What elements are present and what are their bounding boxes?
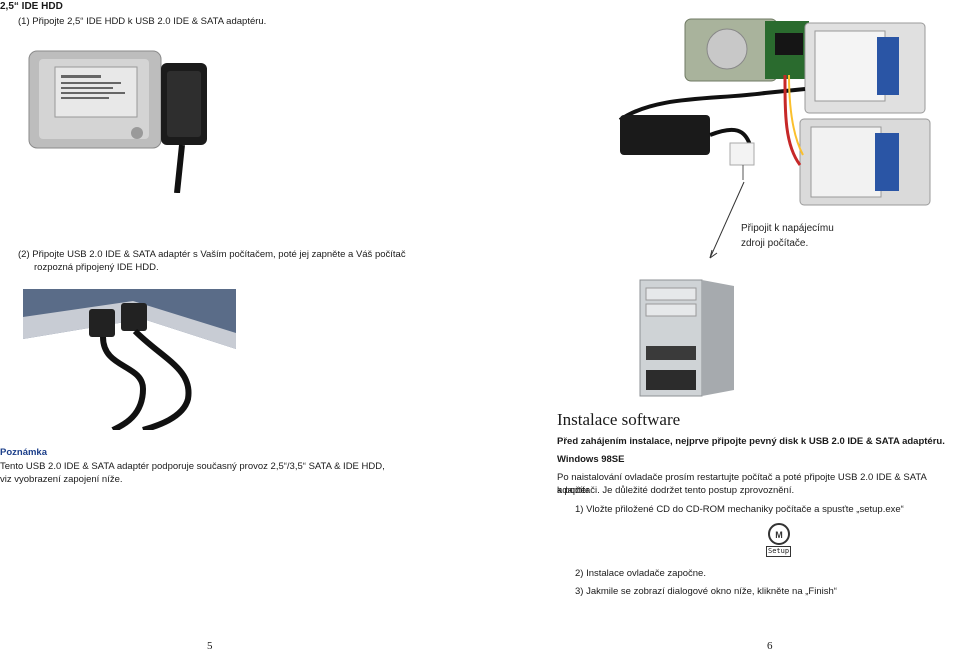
left-step1: (1) Připojte 2,5“ IDE HDD k USB 2.0 IDE … xyxy=(18,16,267,27)
pc-tower-photo xyxy=(638,276,736,398)
left-page-number: 5 xyxy=(207,640,213,652)
setup-icon-label: Setup xyxy=(766,546,792,557)
note-line2: viz vyobrazení zapojení níže. xyxy=(0,474,123,485)
power-note: Připojit k napájecímu zdroji počítače. xyxy=(741,221,834,251)
hdd-adapter-photo xyxy=(27,45,237,193)
note-title: Poznámka xyxy=(0,447,47,458)
dual-hdd-photo xyxy=(615,15,959,210)
setup-icon[interactable]: M Setup xyxy=(764,522,794,558)
arrow-icon xyxy=(709,181,745,259)
power-note-line1: Připojit k napájecímu xyxy=(741,223,834,234)
usb-cable-photo xyxy=(23,289,236,430)
install-step3: 3) Jakmile se zobrazí dialogové okno níž… xyxy=(575,586,837,597)
left-heading: 2,5“ IDE HDD xyxy=(0,1,63,12)
install-para-line1: Po naistalování ovladače prosím restartu… xyxy=(557,472,927,496)
section-title: Instalace software xyxy=(557,410,681,429)
left-step2-line2: rozpozná připojený IDE HDD. xyxy=(34,262,159,273)
install-intro: Před zahájením instalace, nejprve připoj… xyxy=(557,436,945,447)
install-step1: 1) Vložte přiložené CD do CD-ROM mechani… xyxy=(575,504,904,515)
install-step2: 2) Instalace ovladače započne. xyxy=(575,568,706,579)
note-line1: Tento USB 2.0 IDE & SATA adaptér podporu… xyxy=(0,461,385,472)
power-note-line2: zdroji počítače. xyxy=(741,238,809,249)
svg-text:M: M xyxy=(775,530,783,540)
install-para-line2: k počítači. Je důležité dodržet tento po… xyxy=(557,485,795,496)
right-page-number: 6 xyxy=(767,640,773,652)
os-heading: Windows 98SE xyxy=(557,454,625,465)
left-step2-line1: (2) Připojte USB 2.0 IDE & SATA adaptér … xyxy=(18,249,406,260)
